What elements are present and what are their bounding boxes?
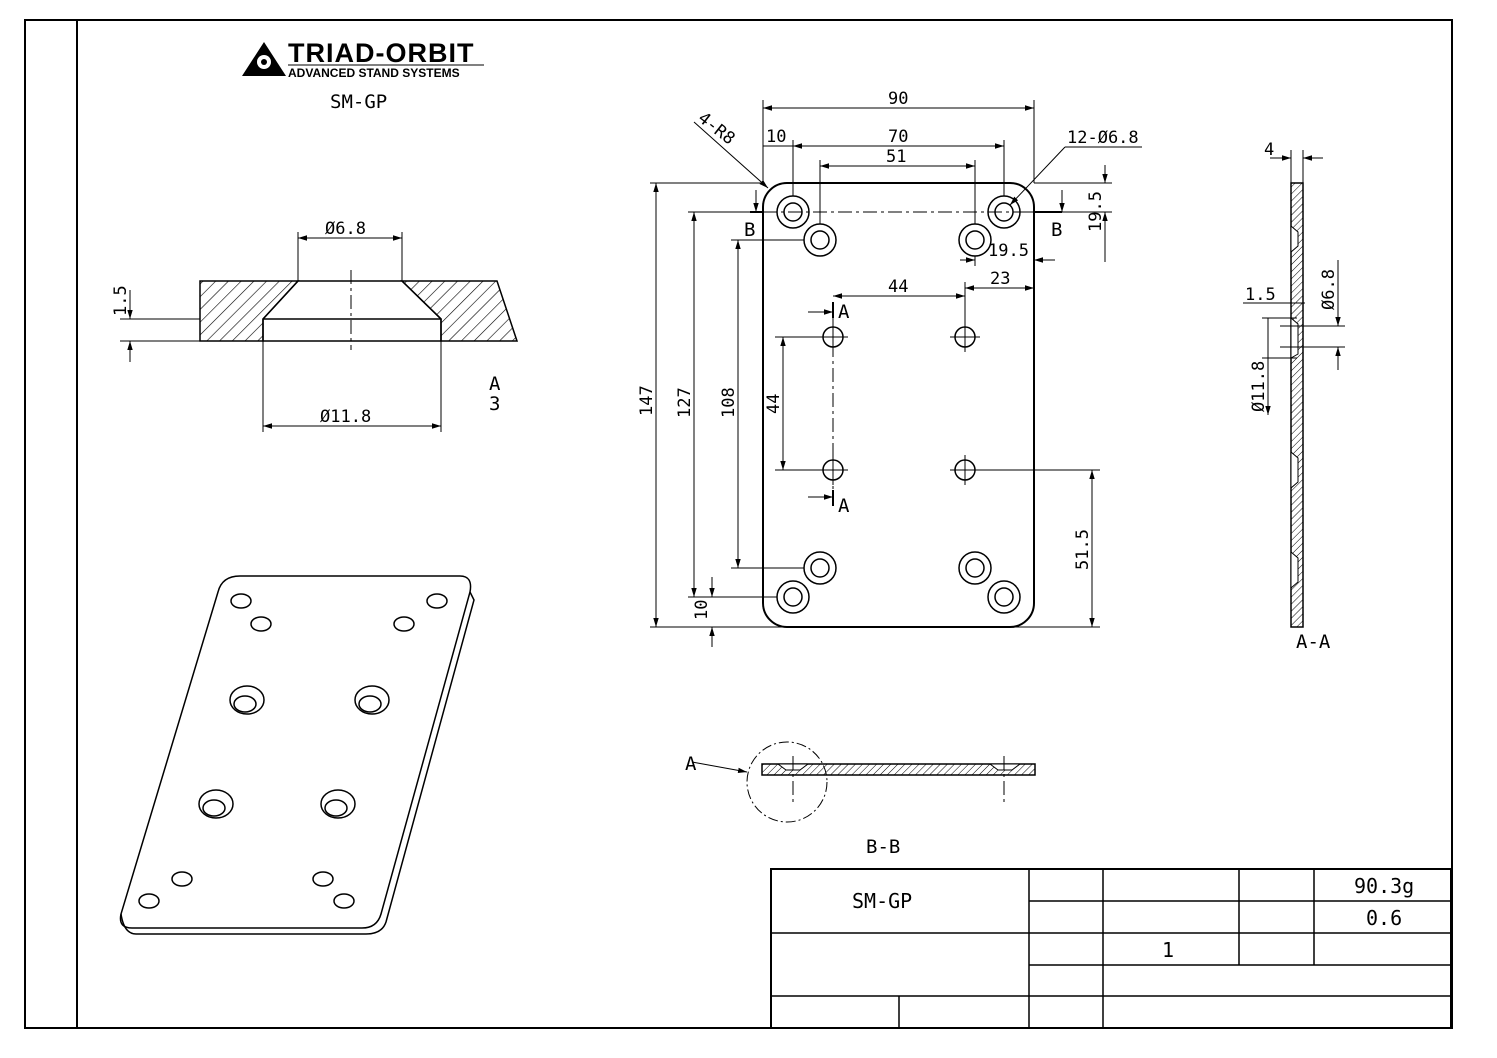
countersink-hole — [803, 223, 837, 257]
dim-127: 127 — [675, 387, 695, 418]
countersink-hole — [987, 580, 1021, 614]
section-bb-view: A B-B — [685, 741, 1036, 858]
iso-hole — [171, 871, 193, 887]
section-a-top-label: A — [838, 301, 850, 323]
title-block-part-name: SM-GP — [852, 889, 912, 913]
iso-hole — [138, 893, 160, 909]
dim-height: 147 — [637, 385, 657, 416]
dim-hole-callout: 12-Ø6.8 — [1067, 128, 1139, 148]
title-block-thickness: 0.6 — [1366, 906, 1402, 930]
countersink-hole — [958, 223, 992, 257]
dim-corner-radius: 4-R8 — [694, 108, 739, 149]
logo-tagline: ADVANCED STAND SYSTEMS — [288, 66, 460, 80]
section-aa-large-diameter: Ø11.8 — [1249, 361, 1269, 412]
iso-hole — [312, 871, 334, 887]
detail-a-depth: 1.5 — [111, 285, 131, 316]
title-block: SM-GP 90.3g 0.6 1 — [770, 868, 1452, 1029]
dim-edge-offset: 10 — [766, 127, 786, 147]
detail-a-bottom-diameter: Ø11.8 — [320, 407, 371, 427]
dim-width: 90 — [888, 89, 908, 109]
section-bb-callout: A — [685, 753, 697, 775]
iso-countersink-hole — [229, 685, 265, 715]
iso-countersink-hole — [354, 685, 390, 715]
isometric-plate-view — [119, 575, 475, 935]
section-a-bottom-label: A — [838, 495, 850, 517]
detail-a-view: Ø6.8 Ø11.8 1.5 A 3 — [111, 219, 519, 432]
detail-a-top-diameter: Ø6.8 — [325, 219, 366, 239]
section-aa-depth: 1.5 — [1245, 285, 1276, 305]
triad-orbit-logo-icon — [242, 42, 286, 76]
detail-a-label: A — [489, 373, 501, 395]
section-aa-small-diameter: Ø6.8 — [1319, 269, 1339, 310]
section-b-right-label: B — [1051, 219, 1062, 241]
iso-countersink-hole — [198, 789, 234, 819]
dim-44-horizontal: 44 — [888, 277, 908, 297]
logo-brand: TRIAD-ORBIT — [288, 38, 474, 68]
dim-10-bottom: 10 — [692, 600, 712, 620]
main-front-view: B B A A 90 70 10 51 4-R8 12-Ø6.8 — [637, 89, 1142, 647]
dim-44-vertical: 44 — [764, 394, 784, 414]
section-bb-label: B-B — [866, 836, 900, 858]
section-aa-label: A-A — [1296, 631, 1331, 653]
detail-a-scale: 3 — [489, 393, 500, 415]
dim-right-offset-v: 19.5 — [1086, 191, 1106, 232]
section-aa-view: 4 1.5 Ø6.8 Ø11.8 A-A — [1243, 140, 1345, 653]
logo-part-code: SM-GP — [330, 91, 387, 113]
sheet-frame — [24, 19, 1453, 1029]
countersink-hole — [776, 580, 810, 614]
title-block-sheet: 1 — [1162, 938, 1174, 962]
iso-hole — [426, 593, 448, 609]
countersink-hole — [803, 551, 837, 585]
dim-right-offset-h: 19.5 — [988, 241, 1029, 261]
company-logo: TRIAD-ORBIT ADVANCED STAND SYSTEMS SM-GP — [242, 38, 484, 113]
dim-51-5: 51.5 — [1073, 529, 1093, 570]
iso-countersink-hole — [320, 789, 356, 819]
iso-hole — [333, 893, 355, 909]
iso-hole — [393, 616, 415, 632]
dim-23: 23 — [990, 269, 1010, 289]
dim-hole-spacing: 70 — [888, 127, 908, 147]
section-b-left-label: B — [744, 219, 755, 241]
section-aa-thickness: 4 — [1264, 140, 1274, 160]
dim-108: 108 — [719, 387, 739, 418]
title-block-weight: 90.3g — [1354, 874, 1414, 898]
iso-hole — [250, 616, 272, 632]
dim-inner-spacing: 51 — [886, 147, 906, 167]
iso-hole — [230, 593, 252, 609]
countersink-hole — [958, 551, 992, 585]
